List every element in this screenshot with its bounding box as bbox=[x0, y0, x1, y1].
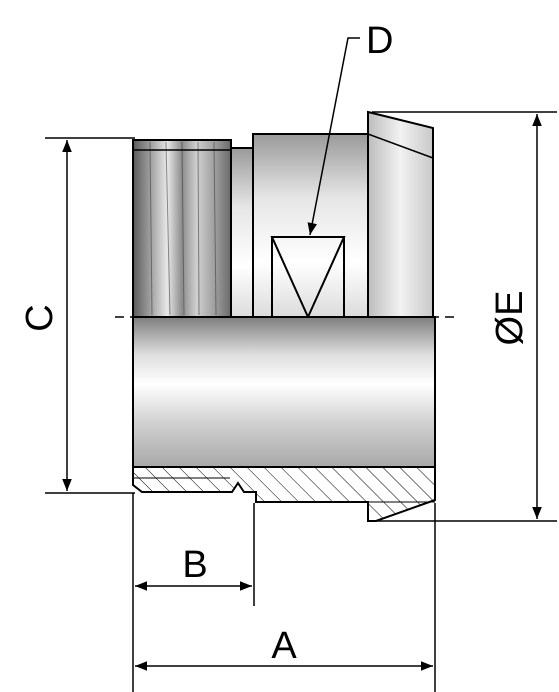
label-a: A bbox=[271, 625, 297, 667]
dimension-b: B bbox=[132, 493, 255, 692]
upper-view bbox=[132, 110, 434, 320]
weld-symbol-triangle bbox=[270, 236, 346, 320]
dimension-e: ØE bbox=[372, 111, 557, 522]
section-wall bbox=[132, 466, 436, 522]
bore-surface bbox=[132, 316, 436, 468]
dimension-d: D bbox=[307, 20, 393, 236]
thread-lines bbox=[149, 141, 217, 316]
label-e: ØE bbox=[489, 291, 531, 346]
label-c: C bbox=[19, 304, 61, 331]
lower-view bbox=[132, 316, 436, 522]
dimension-a: A bbox=[135, 503, 436, 692]
label-d: D bbox=[366, 20, 393, 62]
collar-upper bbox=[367, 110, 434, 318]
main-body-upper bbox=[252, 133, 369, 318]
neck-section bbox=[230, 147, 254, 318]
label-b: B bbox=[182, 544, 207, 586]
dimension-c: C bbox=[19, 137, 135, 494]
